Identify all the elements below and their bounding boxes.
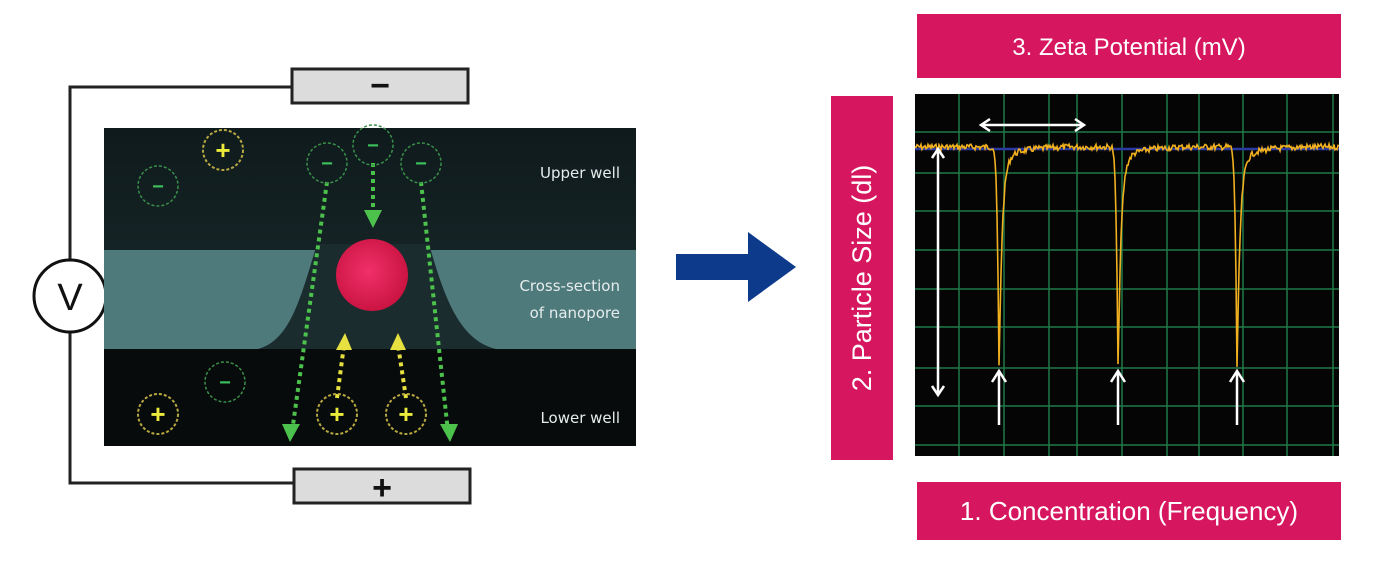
bottom-electrode: + <box>292 467 472 507</box>
signal-trace-chart <box>914 94 1340 456</box>
concentration-box: 1. Concentration (Frequency) <box>917 482 1341 540</box>
anion-sign: − <box>367 135 379 157</box>
anion-sign: − <box>219 372 231 394</box>
zeta-potential-label: 3. Zeta Potential (mV) <box>1012 34 1245 61</box>
zeta-potential-box: 3. Zeta Potential (mV) <box>917 14 1341 78</box>
upper-well-label: Upper well <box>540 164 620 182</box>
cross-section-label-2: of nanopore <box>530 304 620 322</box>
particle-size-box: 2. Particle Size (dl) <box>831 96 893 460</box>
nanopore-image: + + + + − − − − − Upper well Cross-secti… <box>104 124 636 446</box>
anion-sign: − <box>415 153 427 175</box>
cation-flow-arrows <box>335 344 408 399</box>
cation-sign: + <box>329 399 344 429</box>
anion-sign: − <box>321 153 333 175</box>
circuit-wire-bottom <box>68 332 294 485</box>
chart-grid <box>915 94 1339 456</box>
anion-ions: − − − − − <box>137 124 442 403</box>
cation-ions: + + + + <box>137 129 427 435</box>
cation-sign: + <box>215 135 230 165</box>
lower-well-label: Lower well <box>540 409 620 427</box>
cation-sign: + <box>150 399 165 429</box>
voltmeter-label: V <box>57 277 83 319</box>
concentration-label: 1. Concentration (Frequency) <box>960 496 1298 526</box>
anion-arrowheads <box>282 210 458 442</box>
circuit-wire-top <box>68 85 292 260</box>
particle-size-label: 2. Particle Size (dl) <box>847 165 877 392</box>
right-arrow-icon <box>676 232 796 302</box>
anion-sign: − <box>152 176 164 198</box>
cation-sign: + <box>398 399 413 429</box>
minus-label: − <box>370 67 390 105</box>
cross-section-label: Cross-section <box>519 277 620 295</box>
particle <box>336 239 408 311</box>
current-trace <box>914 140 1340 367</box>
plus-label: + <box>372 469 392 507</box>
cation-arrowheads <box>336 333 406 350</box>
voltmeter: V <box>32 258 108 334</box>
top-electrode: − <box>290 67 470 105</box>
anion-flow-arrows <box>290 163 450 433</box>
annotation-arrows <box>930 117 1246 425</box>
